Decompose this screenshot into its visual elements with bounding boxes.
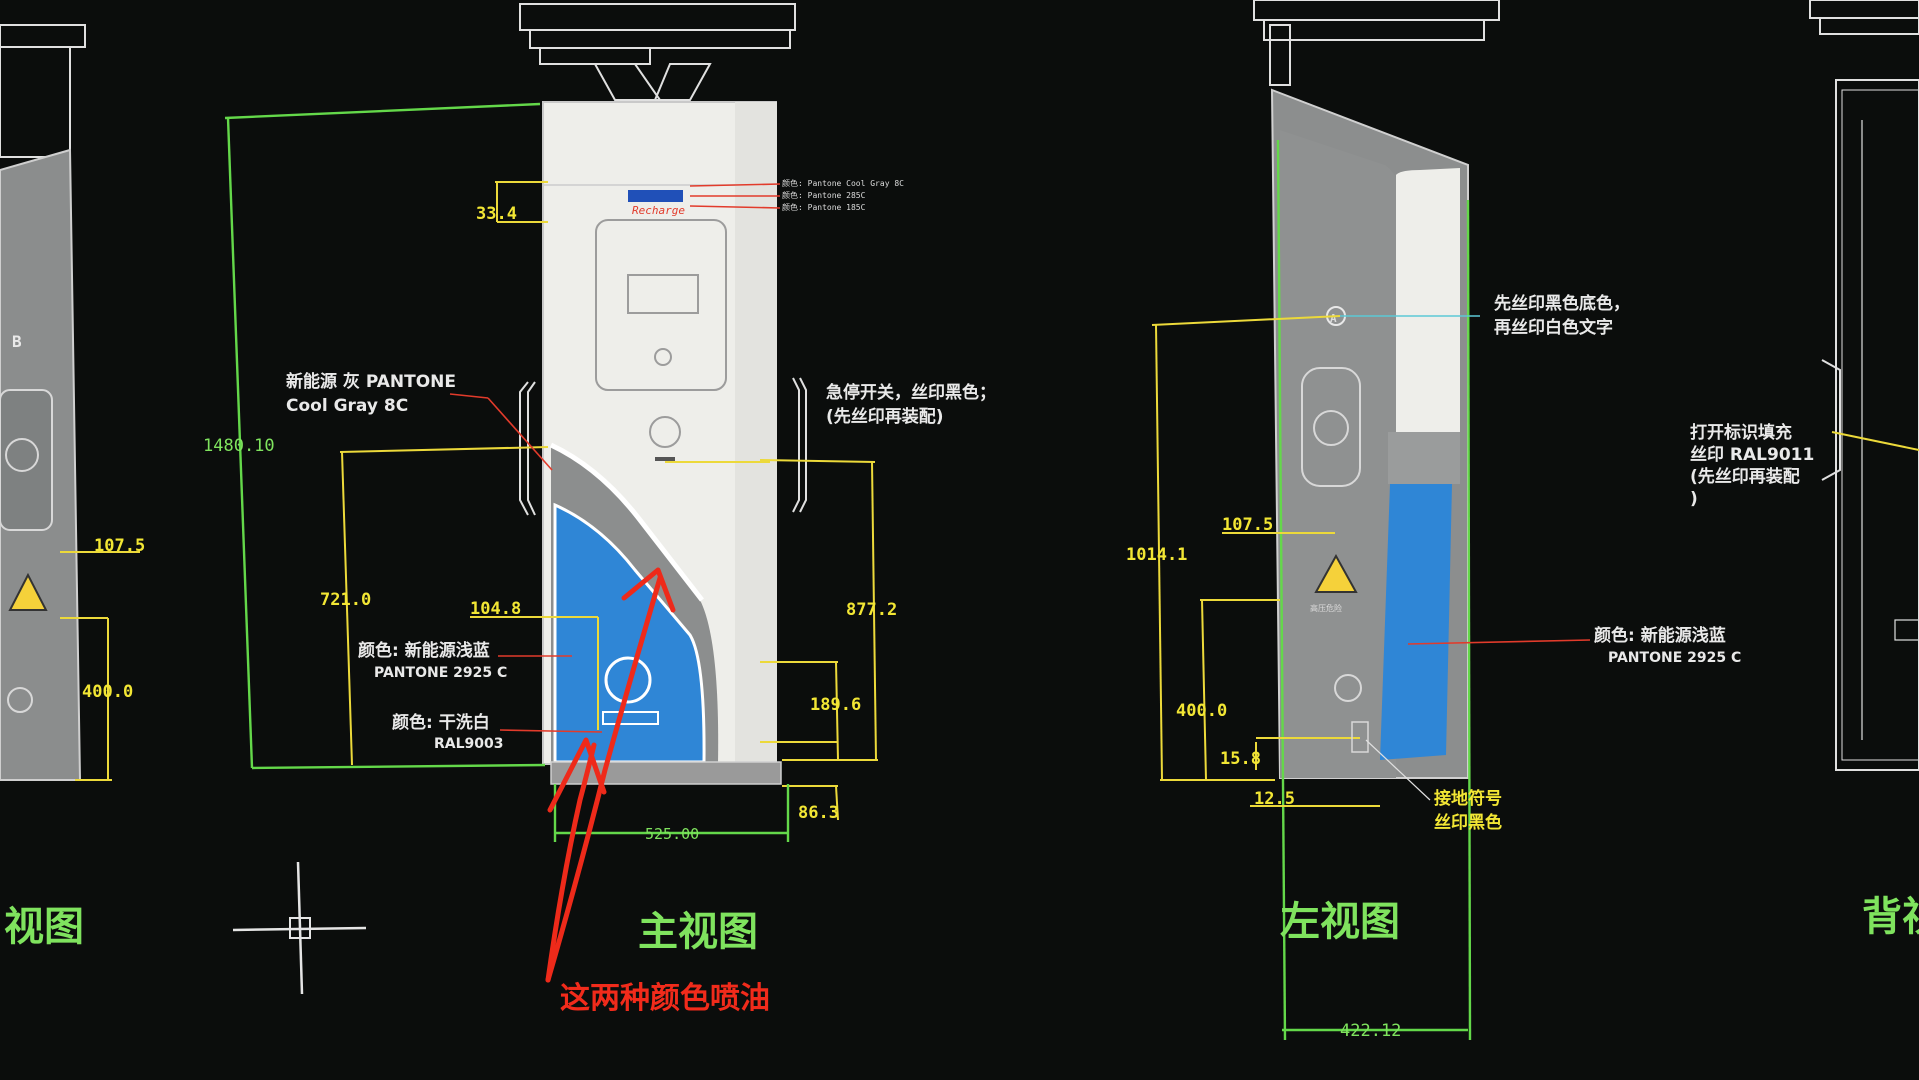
marker-b: B (12, 332, 22, 351)
handwritten-note: 这两种颜色喷油 (560, 981, 770, 1016)
view-label-back: 背视 (1862, 894, 1919, 940)
dim-width-104: 104.8 (470, 599, 521, 619)
annot-cool-gray-1: 新能源 灰 PANTONE (286, 371, 456, 392)
dim-side-107: 107.5 (1222, 515, 1273, 535)
dim-height-877: 877.2 (846, 600, 897, 620)
annot-silk-1: 先丝印黑色底色， (1494, 293, 1630, 314)
left-side-view: 高压危险 A 422.12 1014.1 107.5 400.0 15.8 12… (1126, 0, 1741, 1041)
dim-height-189: 189.6 (810, 695, 861, 715)
annot-blue-2: PANTONE 2925 C (374, 665, 507, 681)
annot-estop-1: 急停开关，丝印黑色； (826, 382, 996, 403)
dim-side-400: 400.0 (1176, 701, 1227, 721)
annot-back-4: ) (1690, 489, 1698, 509)
dim-top-33: 33.4 (476, 204, 517, 224)
annot-white-2: RAL9003 (434, 736, 504, 752)
annot-side-blue-1: 颜色: 新能源浅蓝 (1594, 625, 1726, 646)
annot-back-1: 打开标识填充 (1690, 422, 1792, 443)
screen-frame (595, 219, 727, 391)
red-arrow-1 (545, 575, 663, 983)
annot-estop-2: (先丝印再装配) (826, 406, 944, 427)
annot-side-blue-2: PANTONE 2925 C (1608, 650, 1741, 666)
back-view-partial: 打开标识填充 丝印 RAL9011 (先丝印再装配 ) 背视 (1690, 0, 1919, 940)
warning-triangle-icon (1314, 553, 1358, 593)
dim-side-width: 422.12 (1340, 1021, 1401, 1041)
brand-logo (628, 190, 683, 202)
logo-subtitle: Recharge (632, 204, 685, 217)
dim-left-400: 400.0 (82, 682, 133, 702)
annot-back-2: 丝印 RAL9011 (1690, 444, 1814, 465)
dim-side-15: 15.8 (1220, 749, 1261, 769)
dim-height-total: 1480.10 (203, 436, 275, 456)
view-label-left-view: 左视图 (1280, 899, 1400, 945)
view-label-main: 主视图 (638, 909, 758, 955)
view-label-left-cut: 视图 (4, 904, 84, 950)
dim-height-721: 721.0 (320, 590, 371, 610)
dim-side-1014: 1014.1 (1126, 545, 1187, 565)
annot-ground-2: 丝印黑色 (1434, 812, 1502, 833)
ground-symbol-icon (1351, 721, 1369, 753)
display-screen (627, 274, 699, 314)
cad-crosshair-cursor (232, 861, 367, 995)
red-arrow-2 (545, 742, 597, 983)
annot-cool-gray-2: Cool Gray 8C (286, 396, 408, 416)
emergency-stop-button (649, 416, 681, 448)
warning-label: 高压危险 (1310, 603, 1342, 613)
left-partial-view: B 107.5 400.0 视图 (0, 24, 145, 950)
warning-triangle-icon (8, 572, 48, 611)
annot-blue-1: 颜色: 新能源浅蓝 (358, 640, 490, 661)
dim-width-525: 525.00 (645, 825, 699, 843)
annot-ground-1: 接地符号 (1434, 788, 1502, 809)
dim-left-107: 107.5 (94, 536, 145, 556)
logo-note-1: 颜色: Pantone Cool Gray 8C (782, 178, 904, 188)
logo-note-2: 颜色: Pantone 285C (782, 190, 866, 200)
side-connector-holder (1301, 367, 1361, 487)
dim-side-12: 12.5 (1254, 789, 1295, 809)
side-white-strip (1396, 168, 1460, 440)
dim-base-86: 86.3 (798, 803, 839, 823)
annot-white-1: 颜色: 干洗白 (392, 712, 490, 733)
logo-note-3: 颜色: Pantone 185C (782, 202, 866, 212)
marker-a: A (1330, 312, 1337, 325)
blue-panel (553, 502, 706, 764)
card-reader-icon (654, 348, 672, 366)
side-blue-panel (1380, 484, 1452, 760)
annot-silk-2: 再丝印白色文字 (1494, 317, 1613, 338)
panel-logo-icon (604, 656, 652, 704)
main-view: Recharge 颜色: Pantone Cool Gray 8C 颜色: Pa… (203, 3, 996, 1016)
annot-back-3: (先丝印再装配 (1690, 466, 1800, 487)
